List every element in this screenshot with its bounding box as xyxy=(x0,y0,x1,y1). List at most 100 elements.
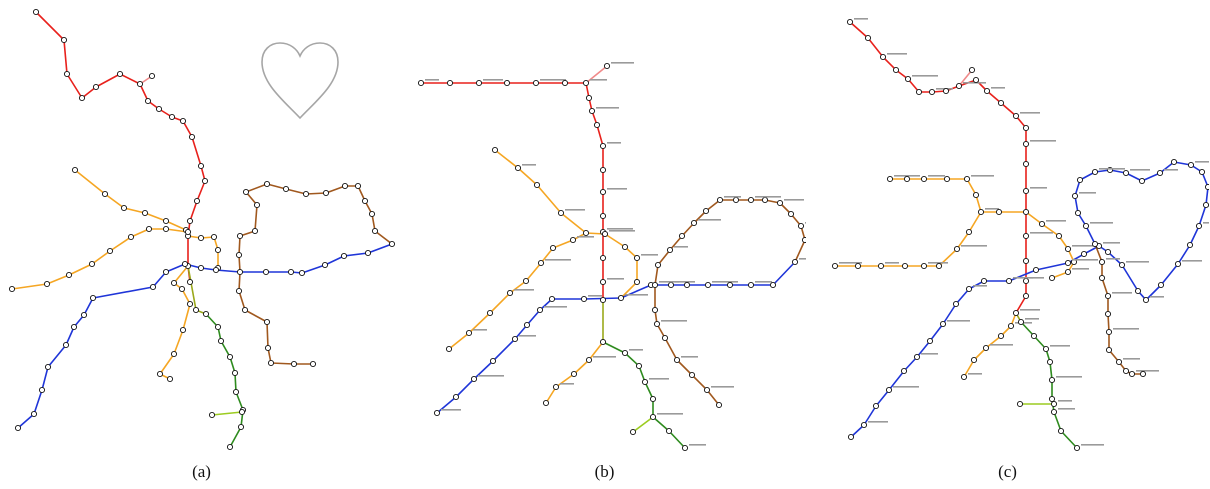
station-node xyxy=(980,277,988,285)
station-node xyxy=(879,53,887,61)
station-node xyxy=(341,182,349,190)
station-node xyxy=(322,189,330,197)
station-node xyxy=(1122,169,1130,177)
station-node xyxy=(162,217,170,225)
station-node xyxy=(703,386,711,394)
station-node xyxy=(302,190,310,198)
station-node xyxy=(633,254,641,262)
station-node xyxy=(44,363,52,371)
station-node xyxy=(202,310,210,318)
station-node xyxy=(542,399,550,407)
station-label-mark xyxy=(1079,192,1096,194)
metro-line-pink xyxy=(585,65,608,84)
station-label-mark xyxy=(607,278,624,280)
station-node xyxy=(1134,287,1142,295)
station-label-mark xyxy=(893,386,919,388)
station-node xyxy=(136,80,144,88)
station-label-mark xyxy=(1203,222,1209,224)
station-node xyxy=(1157,281,1165,289)
station-node xyxy=(433,409,441,417)
station-node xyxy=(928,88,936,96)
station-node xyxy=(960,373,968,381)
station-node xyxy=(503,79,511,87)
station-node xyxy=(1064,268,1072,276)
station-node xyxy=(970,356,978,364)
station-node xyxy=(1105,346,1113,354)
station-node xyxy=(588,107,596,115)
station-label-mark xyxy=(921,353,938,355)
station-node xyxy=(872,402,880,410)
station-node xyxy=(127,233,135,241)
station-node xyxy=(446,79,454,87)
station-node xyxy=(452,393,460,401)
station-label-mark xyxy=(963,82,986,84)
station-label-mark xyxy=(1072,245,1098,247)
station-node xyxy=(1080,250,1088,258)
metro-line-orange xyxy=(889,178,1075,279)
metro-line-lime xyxy=(211,411,243,416)
station-node xyxy=(599,212,607,220)
station-node xyxy=(673,356,681,364)
station-node xyxy=(188,133,196,141)
station-node xyxy=(570,370,578,378)
metro-line-red xyxy=(849,21,1027,314)
station-node xyxy=(557,209,565,217)
station-node xyxy=(236,232,244,240)
station-label-mark xyxy=(641,254,658,256)
station-label-mark xyxy=(607,142,621,144)
station-node xyxy=(226,353,234,361)
station-label-mark xyxy=(689,444,706,446)
station-node xyxy=(599,188,607,196)
station-node xyxy=(972,76,980,84)
station-node xyxy=(186,278,194,286)
station-node xyxy=(1050,408,1058,416)
station-node xyxy=(1091,240,1099,248)
station-node xyxy=(599,278,607,286)
station-node xyxy=(585,356,593,364)
station-node xyxy=(156,370,164,378)
station-label-mark xyxy=(1020,309,1040,311)
station-node xyxy=(1057,427,1065,435)
station-node xyxy=(1022,160,1030,168)
station-node xyxy=(1128,370,1136,378)
station-node xyxy=(533,181,541,189)
station-node xyxy=(170,350,178,358)
station-node xyxy=(1022,257,1030,265)
metro-line-orange xyxy=(494,149,638,299)
station-node xyxy=(89,294,97,302)
panel-c: (c) xyxy=(806,0,1209,489)
station-node xyxy=(965,285,973,293)
station-node xyxy=(582,229,590,237)
metro-line-green xyxy=(602,341,686,449)
station-node xyxy=(1022,140,1030,148)
station-node xyxy=(465,329,473,337)
station-node xyxy=(1195,222,1203,230)
station-label-mark xyxy=(560,383,574,385)
station-label-mark xyxy=(1113,328,1139,330)
station-node xyxy=(688,371,696,379)
station-node xyxy=(651,306,659,314)
station-node xyxy=(80,311,88,319)
station-node xyxy=(1022,208,1030,216)
station-node xyxy=(1030,332,1038,340)
station-label-mark xyxy=(1056,376,1082,378)
station-node xyxy=(963,175,971,183)
station-label-mark xyxy=(724,196,741,198)
metro-map-b xyxy=(417,62,806,452)
station-node xyxy=(106,247,114,255)
metro-line-orange xyxy=(74,169,219,269)
caption-c: (c) xyxy=(998,462,1017,481)
station-node xyxy=(997,99,1005,107)
station-node xyxy=(1170,158,1178,166)
station-node xyxy=(532,79,540,87)
station-label-mark xyxy=(1050,345,1070,347)
station-node xyxy=(287,268,295,276)
station-node xyxy=(1098,274,1106,282)
station-node xyxy=(38,386,46,394)
panel-a: (a) xyxy=(0,0,403,489)
station-node xyxy=(1202,201,1209,209)
station-node xyxy=(633,278,641,286)
station-node xyxy=(935,262,943,270)
station-label-mark xyxy=(609,230,635,232)
station-node xyxy=(62,341,70,349)
